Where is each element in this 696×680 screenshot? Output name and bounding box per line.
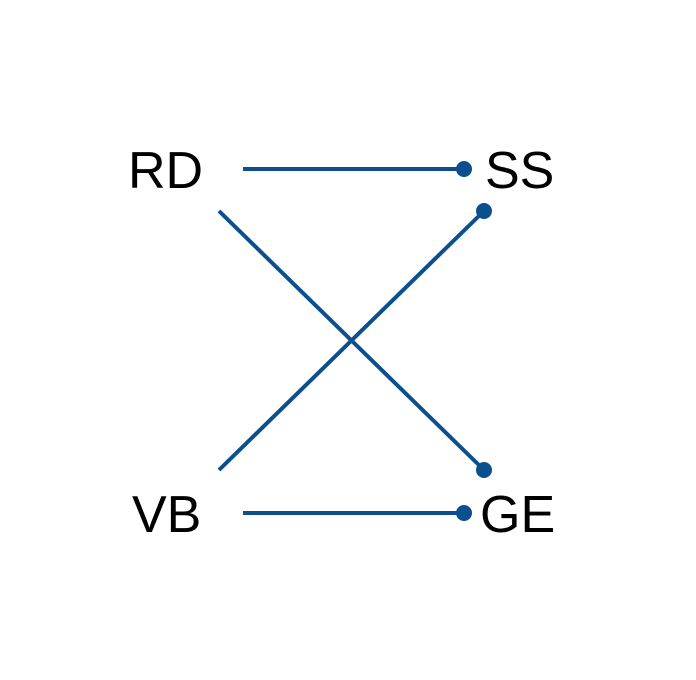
node-vb-label: VB [132,486,201,544]
edges [217,161,492,521]
edge-rd-ge-endpoint [476,462,492,478]
node-ss-label: SS [485,142,554,200]
edge-vb-ge-endpoint [456,505,472,521]
nodes: RD SS VB GE [128,142,555,544]
edge-vb-ss [217,209,486,472]
node-ge-label: GE [480,486,555,544]
edge-rd-ss-endpoint [456,161,472,177]
node-rd-label: RD [128,142,203,200]
edge-vb-ss-endpoint [476,203,492,219]
